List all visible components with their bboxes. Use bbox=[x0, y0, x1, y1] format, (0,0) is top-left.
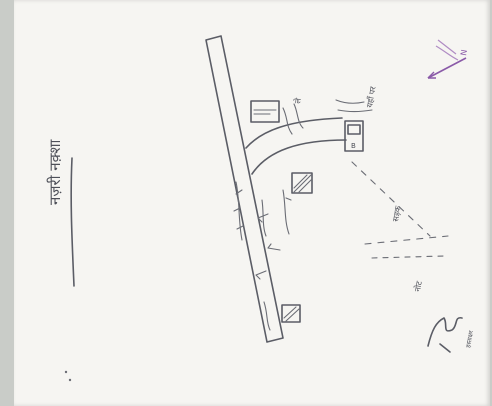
marked-building: B bbox=[344, 120, 364, 152]
paper-sheet bbox=[14, 0, 490, 406]
svg-text:नोट: नोट bbox=[412, 279, 424, 292]
svg-text:यहाँ पर: यहाँ पर bbox=[364, 85, 378, 108]
road-side-label: सड़क bbox=[391, 204, 403, 222]
footer-note: नोट bbox=[412, 279, 424, 292]
road-note: ले bbox=[292, 97, 303, 105]
title-underline bbox=[70, 157, 75, 287]
svg-text:ले: ले bbox=[292, 97, 303, 105]
road-arrows bbox=[255, 213, 281, 280]
hatched-square-bottom bbox=[281, 304, 301, 323]
signature: हस्ताक्षर bbox=[427, 316, 475, 353]
map-title-text: नज़री नक़्शा bbox=[46, 138, 64, 205]
building-letter: B bbox=[351, 142, 356, 150]
svg-text:सड़क: सड़क bbox=[391, 204, 403, 222]
branch-road bbox=[245, 117, 347, 175]
map-title: नज़री नक़्शा bbox=[46, 138, 64, 205]
north-arrow: N bbox=[427, 39, 469, 79]
scribble-labels bbox=[233, 99, 373, 331]
main-road bbox=[205, 35, 284, 343]
north-label: N bbox=[459, 49, 469, 56]
landmark-box-top bbox=[250, 100, 280, 123]
margin-dots bbox=[64, 370, 72, 382]
svg-text:हस्ताक्षर: हस्ताक्षर bbox=[465, 330, 475, 349]
hatched-square-mid bbox=[291, 172, 313, 194]
dashed-boundary bbox=[351, 161, 449, 259]
building-note: यहाँ पर bbox=[364, 85, 378, 108]
